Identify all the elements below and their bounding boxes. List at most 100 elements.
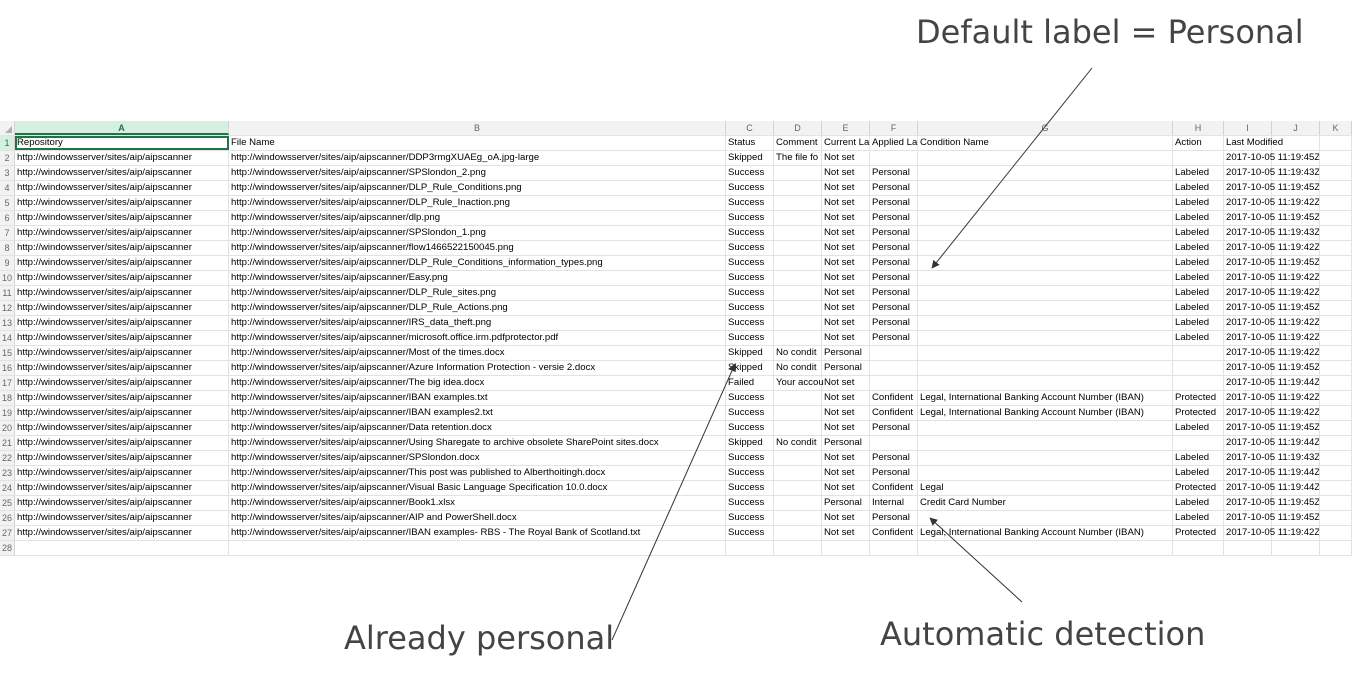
cell-current-label[interactable]: Not set [822, 526, 870, 540]
cell-current-label[interactable]: Personal [822, 496, 870, 510]
cell-file-name[interactable]: http://windowsserver/sites/aip/aipscanne… [229, 316, 726, 330]
cell-applied-label[interactable] [870, 376, 918, 390]
cell-col-j[interactable] [1272, 226, 1320, 240]
cell-current-label[interactable]: Not set [822, 166, 870, 180]
cell-last-modified[interactable]: 2017-10-05 11:19:42Z [1226, 286, 1321, 300]
cell-repository[interactable]: http://windowsserver/sites/aip/aipscanne… [15, 316, 229, 330]
cell-comment[interactable] [774, 391, 822, 405]
cell-action[interactable]: Labeled [1173, 316, 1224, 330]
column-header-c[interactable]: C [726, 121, 774, 135]
cell-status[interactable]: Success [726, 256, 774, 270]
cell-status[interactable]: Success [726, 226, 774, 240]
row-number[interactable]: 13 [0, 316, 15, 330]
cell-file-name[interactable]: http://windowsserver/sites/aip/aipscanne… [229, 331, 726, 345]
cell-last-modified[interactable]: 2017-10-05 11:19:42Z [1226, 346, 1321, 360]
cell-col-k[interactable] [1320, 421, 1352, 435]
cell-condition-name[interactable] [918, 436, 1173, 450]
cell-status[interactable]: Success [726, 166, 774, 180]
cell-file-name[interactable]: http://windowsserver/sites/aip/aipscanne… [229, 466, 726, 480]
cell-action[interactable]: Labeled [1173, 256, 1224, 270]
cell-col-j[interactable] [1272, 241, 1320, 255]
cell-repository[interactable]: http://windowsserver/sites/aip/aipscanne… [15, 391, 229, 405]
cell-repository[interactable]: http://windowsserver/sites/aip/aipscanne… [15, 421, 229, 435]
cell-repository[interactable]: http://windowsserver/sites/aip/aipscanne… [15, 241, 229, 255]
cell-applied-label[interactable]: Personal [870, 196, 918, 210]
header-cell-col-k[interactable] [1320, 136, 1352, 150]
row-number[interactable]: 20 [0, 421, 15, 435]
cell-last-modified[interactable]: 2017-10-05 11:19:42Z [1226, 406, 1321, 420]
row-number[interactable]: 26 [0, 511, 15, 525]
cell-status[interactable]: Success [726, 241, 774, 255]
cell-repository[interactable]: http://windowsserver/sites/aip/aipscanne… [15, 226, 229, 240]
cell-applied-label[interactable] [870, 361, 918, 375]
cell-applied-label[interactable]: Internal [870, 496, 918, 510]
cell-applied-label[interactable]: Confident [870, 526, 918, 540]
row-number[interactable]: 27 [0, 526, 15, 540]
cell-last-modified[interactable]: 2017-10-05 11:19:45Z [1226, 496, 1321, 510]
cell-comment[interactable] [774, 406, 822, 420]
cell-action[interactable]: Protected [1173, 391, 1224, 405]
cell-current-label[interactable]: Not set [822, 301, 870, 315]
cell-applied-label[interactable]: Personal [870, 511, 918, 525]
cell-file-name[interactable]: http://windowsserver/sites/aip/aipscanne… [229, 256, 726, 270]
cell-current-label[interactable]: Not set [822, 391, 870, 405]
cell-status[interactable]: Success [726, 496, 774, 510]
cell-file-name[interactable]: http://windowsserver/sites/aip/aipscanne… [229, 511, 726, 525]
cell-file-name[interactable]: http://windowsserver/sites/aip/aipscanne… [229, 181, 726, 195]
cell-repository[interactable]: http://windowsserver/sites/aip/aipscanne… [15, 256, 229, 270]
cell-col-k[interactable] [1320, 496, 1352, 510]
cell-condition-name[interactable] [918, 331, 1173, 345]
cell-comment[interactable] [774, 466, 822, 480]
cell-applied-label[interactable]: Personal [870, 316, 918, 330]
column-header-e[interactable]: E [822, 121, 870, 135]
cell-col-j[interactable] [1272, 256, 1320, 270]
cell-current-label[interactable]: Not set [822, 196, 870, 210]
cell-file-name[interactable]: http://windowsserver/sites/aip/aipscanne… [229, 271, 726, 285]
cell-col-j[interactable] [1272, 211, 1320, 225]
row-number[interactable]: 1 [0, 136, 15, 150]
cell-condition-name[interactable] [918, 241, 1173, 255]
cell-col-k[interactable] [1320, 166, 1352, 180]
cell-comment[interactable] [774, 211, 822, 225]
cell-condition-name[interactable] [918, 346, 1173, 360]
cell-action[interactable]: Labeled [1173, 196, 1224, 210]
cell-condition-name[interactable] [918, 541, 1173, 555]
cell-col-j[interactable] [1272, 376, 1320, 390]
column-header-k[interactable]: K [1320, 121, 1352, 135]
cell-col-j[interactable] [1272, 316, 1320, 330]
cell-current-label[interactable]: Not set [822, 466, 870, 480]
cell-last-modified[interactable]: 2017-10-05 11:19:42Z [1226, 526, 1321, 540]
cell-comment[interactable]: The file fo [774, 151, 822, 165]
cell-comment[interactable] [774, 421, 822, 435]
cell-col-j[interactable] [1272, 331, 1320, 345]
cell-action[interactable]: Labeled [1173, 421, 1224, 435]
cell-repository[interactable]: http://windowsserver/sites/aip/aipscanne… [15, 466, 229, 480]
cell-applied-label[interactable]: Confident [870, 481, 918, 495]
row-number[interactable]: 14 [0, 331, 15, 345]
cell-col-k[interactable] [1320, 226, 1352, 240]
cell-repository[interactable]: http://windowsserver/sites/aip/aipscanne… [15, 166, 229, 180]
cell-current-label[interactable] [822, 541, 870, 555]
cell-current-label[interactable]: Not set [822, 316, 870, 330]
cell-status[interactable]: Skipped [726, 361, 774, 375]
cell-col-k[interactable] [1320, 241, 1352, 255]
cell-col-k[interactable] [1320, 331, 1352, 345]
cell-status[interactable]: Success [726, 316, 774, 330]
cell-comment[interactable]: No condit [774, 436, 822, 450]
cell-last-modified[interactable]: 2017-10-05 11:19:44Z [1226, 376, 1321, 390]
cell-status[interactable]: Failed [726, 376, 774, 390]
cell-file-name[interactable]: http://windowsserver/sites/aip/aipscanne… [229, 481, 726, 495]
cell-current-label[interactable]: Not set [822, 406, 870, 420]
cell-col-k[interactable] [1320, 466, 1352, 480]
row-number[interactable]: 7 [0, 226, 15, 240]
cell-condition-name[interactable] [918, 511, 1173, 525]
cell-status[interactable]: Success [726, 301, 774, 315]
cell-current-label[interactable]: Not set [822, 256, 870, 270]
cell-last-modified[interactable]: 2017-10-05 11:19:43Z [1226, 166, 1321, 180]
cell-current-label[interactable]: Not set [822, 271, 870, 285]
cell-file-name[interactable]: http://windowsserver/sites/aip/aipscanne… [229, 421, 726, 435]
header-cell-status[interactable]: Status [726, 136, 774, 150]
cell-file-name[interactable] [229, 541, 726, 555]
cell-col-j[interactable] [1272, 541, 1320, 555]
header-cell-file-name[interactable]: File Name [229, 136, 726, 150]
